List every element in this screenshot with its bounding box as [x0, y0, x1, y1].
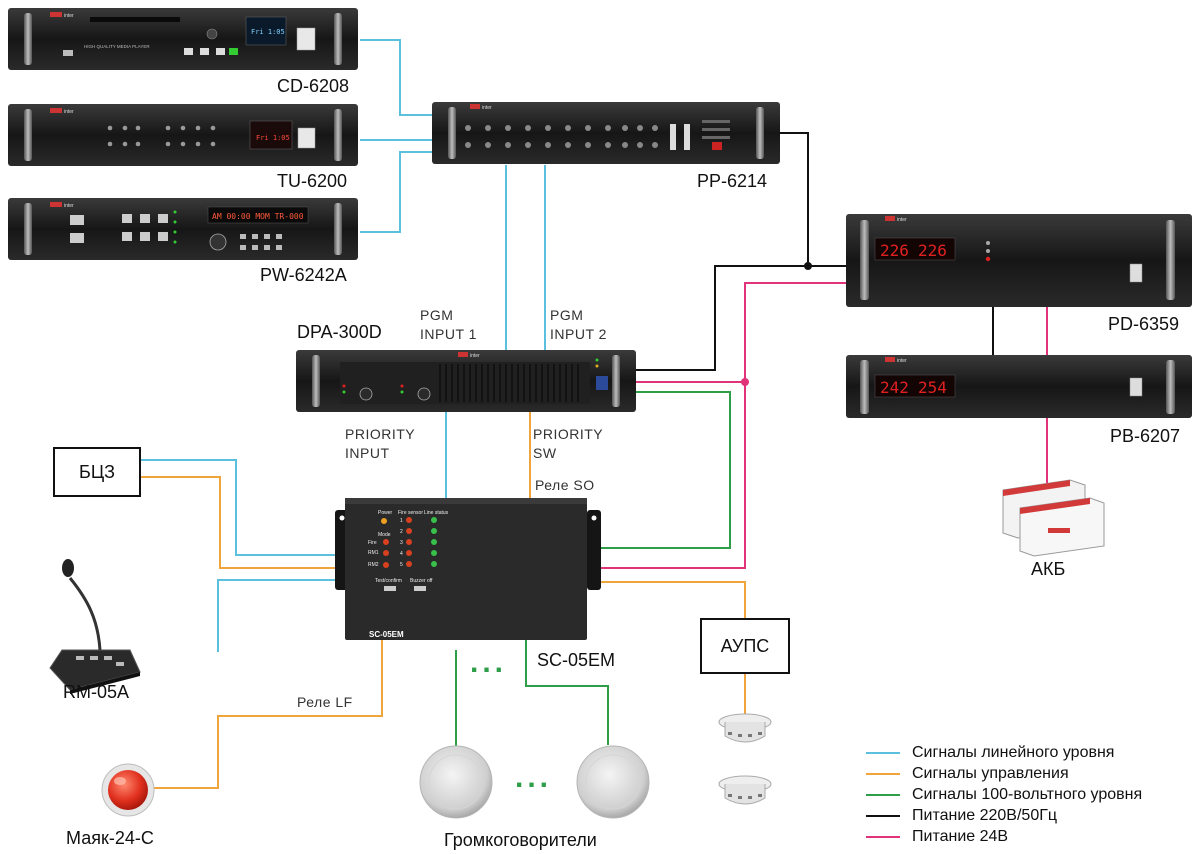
- legend-label: Сигналы 100-вольтного уровня: [912, 785, 1143, 803]
- tu-6200-device: inter Fri 1:05: [8, 104, 358, 166]
- pd-6359-device: inter 226 226: [846, 214, 1192, 307]
- label-beacon: Маяк-24-С: [66, 828, 154, 848]
- label-dpa-300d: DPA-300D: [297, 322, 382, 342]
- port-pgm1-line1: PGM: [420, 307, 454, 323]
- aups-box: АУПС: [700, 618, 790, 674]
- smoke-detector-icon: [718, 775, 772, 805]
- legend-label: Питание 24В: [912, 827, 1009, 845]
- dpa-300d-device: inter: [296, 350, 636, 412]
- ellipsis-marker: ...: [515, 761, 553, 794]
- cd-desc: HIGH QUALITY MEDIA PLAYER: [84, 44, 150, 49]
- mains-wires: [636, 132, 994, 371]
- label-pb-6207: PB-6207: [1110, 426, 1181, 446]
- pw-brand: inter: [64, 203, 74, 209]
- pb-display-1: 242: [880, 378, 909, 397]
- legend-item: Питание 220В/50Гц: [866, 805, 1142, 826]
- microphone-console-icon: [49, 559, 141, 694]
- sc-label-rm1: RM1: [368, 550, 379, 556]
- legend-swatch: [866, 835, 900, 838]
- bcz-box: БЦЗ: [53, 447, 141, 497]
- label-tu-6200: TU-6200: [277, 171, 348, 191]
- cd-display: Fri 1:05: [251, 28, 285, 36]
- sc-05em-device: Power Fire sensor Line status Mode Fire …: [335, 498, 601, 640]
- sc-label-buzzer: Buzzer off: [410, 578, 433, 584]
- cd-6208-device: inter HIGH QUALITY MEDIA PLAYER Fri 1:05: [8, 8, 358, 70]
- label-pd-6359: PD-6359: [1108, 314, 1180, 334]
- line-level-wires: [140, 39, 546, 652]
- pp-brand: inter: [482, 105, 492, 111]
- legend-label: Сигналы управления: [912, 764, 1069, 782]
- sc-label-rm2: RM2: [368, 562, 379, 568]
- sc-num-5: 5: [400, 562, 403, 568]
- pw-6242a-device: inter AM 00:00 MOM TR-000: [8, 198, 358, 260]
- smoke-detector-icon: [718, 713, 772, 743]
- sc-label-fire: Fire: [368, 540, 377, 546]
- v100-wires: [455, 391, 731, 748]
- legend-label: Питание 220В/50Гц: [912, 806, 1058, 824]
- sc-label-test: Test/confirm: [375, 578, 402, 584]
- ceiling-speaker-icon: [576, 745, 650, 819]
- port-priority-sw-line2: SW: [533, 445, 557, 461]
- label-pw-6242a: PW-6242A: [260, 265, 347, 285]
- sc-num-2: 2: [400, 529, 403, 535]
- sc-num-4: 4: [400, 551, 403, 557]
- red-beacon-icon: [101, 763, 155, 817]
- tu-display: Fri 1:05: [256, 134, 290, 142]
- sc-panel-model: SC-05EM: [369, 630, 404, 639]
- port-pgm2-line2: INPUT 2: [550, 326, 607, 342]
- legend-swatch: [866, 751, 900, 754]
- port-priority-input-line1: PRIORITY: [345, 426, 416, 442]
- label-rm-05a: RM-05A: [63, 682, 130, 702]
- pd-brand: inter: [897, 217, 907, 223]
- junction-dot: [741, 378, 749, 386]
- legend-item: Сигналы линейного уровня: [866, 742, 1142, 763]
- sc-label-mode: Mode: [378, 532, 391, 538]
- pd-display-2: 226: [918, 241, 947, 260]
- pp-6214-device: inter: [432, 102, 780, 164]
- aups-box-label: АУПС: [720, 635, 770, 656]
- sc-label-line-status: Line status: [424, 510, 449, 516]
- legend: Сигналы линейного уровня Сигналы управле…: [866, 742, 1142, 847]
- battery-icon: [1002, 479, 1105, 557]
- port-pgm2-line1: PGM: [550, 307, 584, 323]
- sc-label-power: Power: [378, 510, 393, 516]
- legend-swatch: [866, 772, 900, 775]
- junction-dot: [804, 262, 812, 270]
- label-pp-6214: PP-6214: [697, 171, 768, 191]
- legend-item: Сигналы управления: [866, 763, 1142, 784]
- dpa-brand: inter: [470, 353, 480, 359]
- port-priority-sw-line1: PRIORITY: [533, 426, 604, 442]
- label-battery: АКБ: [1031, 559, 1066, 579]
- ceiling-speaker-icon: [419, 745, 493, 819]
- relay-so-label: Реле SO: [535, 477, 595, 493]
- label-sc-05em: SC-05EM: [537, 650, 616, 670]
- legend-swatch: [866, 793, 900, 796]
- pb-6207-device: inter 242 254: [846, 355, 1192, 418]
- sc-num-1: 1: [400, 518, 403, 524]
- legend-item: Питание 24В: [866, 826, 1142, 847]
- bcz-box-label: БЦЗ: [79, 461, 115, 482]
- ellipsis-marker: ...: [470, 646, 508, 679]
- pw-display: AM 00:00 MOM TR-000: [212, 212, 304, 221]
- label-speakers: Громкоговорители: [444, 830, 597, 850]
- sc-num-3: 3: [400, 540, 403, 546]
- pd-display-1: 226: [880, 241, 909, 260]
- sc-label-fire-sensor: Fire sensor: [398, 510, 423, 516]
- cd-brand: inter: [64, 13, 74, 19]
- legend-label: Сигналы линейного уровня: [912, 743, 1115, 761]
- pb-brand: inter: [897, 358, 907, 364]
- port-pgm1-line2: INPUT 1: [420, 326, 477, 342]
- legend-swatch: [866, 814, 900, 817]
- port-priority-input-line2: INPUT: [345, 445, 390, 461]
- label-cd-6208: CD-6208: [277, 76, 350, 96]
- dc24-wires: [600, 282, 1048, 569]
- pb-display-2: 254: [918, 378, 947, 397]
- tu-brand: inter: [64, 109, 74, 115]
- legend-item: Сигналы 100-вольтного уровня: [866, 784, 1142, 805]
- control-wires: [140, 412, 746, 789]
- relay-lf-label: Реле LF: [297, 694, 353, 710]
